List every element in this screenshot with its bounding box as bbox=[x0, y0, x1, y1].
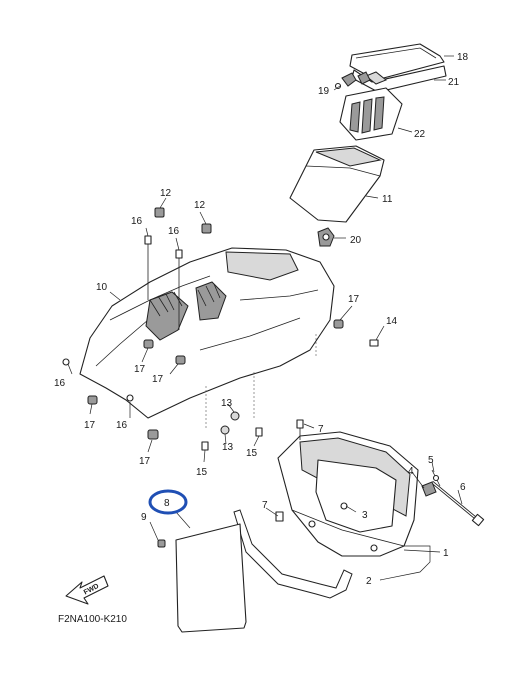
fastener-16-bolt-d bbox=[126, 394, 134, 402]
callout-9: 9 bbox=[141, 512, 147, 523]
callout-15-a: 15 bbox=[196, 467, 208, 478]
part-20-clip bbox=[317, 227, 335, 247]
fastener-13-washer-a bbox=[230, 411, 240, 421]
callout-12-a: 12 bbox=[160, 188, 172, 199]
callout-22: 22 bbox=[414, 129, 426, 140]
callout-17-b: 17 bbox=[152, 374, 164, 385]
callout-16-d: 16 bbox=[116, 420, 128, 431]
callout-16-c: 16 bbox=[54, 378, 66, 389]
fastener-17-nut-b bbox=[175, 355, 186, 365]
fastener-15-bolt-b bbox=[255, 427, 263, 437]
part-1-lower-tub bbox=[277, 431, 419, 557]
callout-17-a: 17 bbox=[134, 364, 146, 375]
callout-10: 10 bbox=[96, 282, 108, 293]
fastener-12-grommet-b bbox=[201, 223, 212, 234]
callout-12-b: 12 bbox=[194, 200, 206, 211]
callout-5: 5 bbox=[428, 455, 434, 466]
part-18-cover-lid bbox=[349, 43, 445, 81]
part-10-rear-body-cowl bbox=[79, 247, 335, 430]
fastener-17-nut-c bbox=[87, 395, 98, 405]
part-2-frame-bar bbox=[233, 509, 353, 599]
callout-4: 4 bbox=[408, 466, 414, 477]
callout-18: 18 bbox=[457, 52, 469, 63]
callout-3: 3 bbox=[362, 510, 368, 521]
callout-14: 14 bbox=[386, 316, 398, 327]
figure-code: F2NA100-K210 bbox=[58, 614, 127, 625]
part-8-panel bbox=[175, 523, 247, 633]
fastener-16-bolt-c bbox=[62, 358, 70, 366]
part-19-hinge-clip bbox=[334, 71, 371, 90]
part-6-rod bbox=[431, 480, 485, 527]
callout-8-highlight-ring bbox=[148, 489, 188, 515]
callout-21: 21 bbox=[448, 77, 460, 88]
callout-1: 1 bbox=[443, 548, 449, 559]
fastener-15-bolt-a bbox=[201, 441, 209, 451]
callout-2: 2 bbox=[366, 576, 372, 587]
fastener-14-screw bbox=[369, 339, 379, 347]
callout-17-e: 17 bbox=[348, 294, 360, 305]
callout-16-b: 16 bbox=[168, 226, 180, 237]
callout-19: 19 bbox=[318, 86, 330, 97]
fastener-12-grommet-a bbox=[154, 207, 165, 218]
fwd-arrow-icon: FWD bbox=[65, 575, 109, 605]
fastener-13-washer-b bbox=[220, 425, 230, 435]
callout-17-d: 17 bbox=[139, 456, 151, 467]
callout-7-b: 7 bbox=[262, 500, 268, 511]
part-4-clip bbox=[421, 481, 437, 497]
fastener-7-bolt-a bbox=[296, 419, 304, 440]
callout-11: 11 bbox=[382, 194, 393, 205]
fastener-17-nut-a bbox=[143, 339, 154, 349]
callout-8: 8 bbox=[164, 498, 170, 509]
fastener-17-nut-d bbox=[147, 429, 159, 440]
callout-20: 20 bbox=[350, 235, 362, 246]
part-11-storage-bin bbox=[289, 145, 385, 223]
part-22-vent-grille bbox=[339, 87, 403, 141]
callout-15-b: 15 bbox=[246, 448, 258, 459]
callout-17-c: 17 bbox=[84, 420, 96, 431]
fastener-17-nut-e bbox=[333, 319, 344, 329]
callout-13-a: 13 bbox=[221, 398, 233, 409]
callout-16-a: 16 bbox=[131, 216, 143, 227]
fastener-7-bolt-b bbox=[275, 511, 284, 522]
leader-lines bbox=[67, 55, 463, 581]
callout-6: 6 bbox=[460, 482, 466, 493]
fastener-9-screw bbox=[157, 539, 166, 548]
callout-13-b: 13 bbox=[222, 442, 234, 453]
part-5-pin bbox=[431, 469, 441, 487]
callout-7-a: 7 bbox=[318, 424, 324, 435]
